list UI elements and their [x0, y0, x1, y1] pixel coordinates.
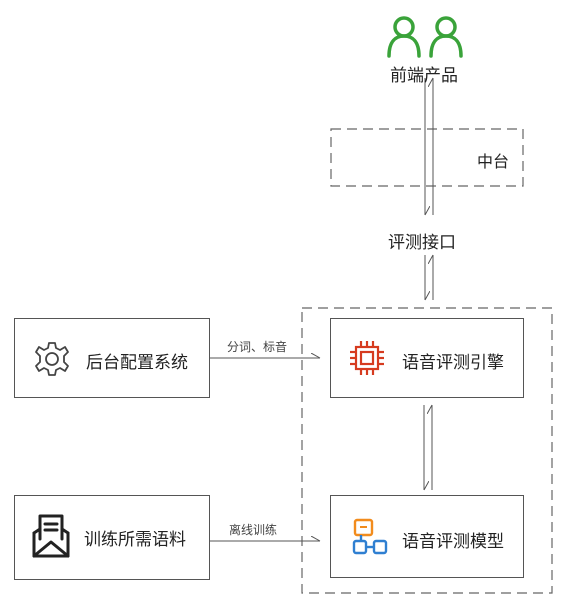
api-label: 评测接口: [388, 233, 456, 253]
engine-box: [330, 318, 524, 398]
engine-group-box: [301, 307, 553, 594]
edge-label-segmentation: 分词、标音: [227, 340, 288, 354]
frontend-api-arrows: [424, 78, 434, 215]
corpus-label: 训练所需语料: [84, 530, 186, 550]
backend-config-label: 后台配置系统: [86, 353, 188, 373]
envelope-icon: [32, 514, 70, 558]
edge-label-offline-training: 离线训练: [229, 523, 278, 537]
users-icon: [387, 16, 463, 58]
frontend-product-label: 前端产品: [390, 66, 458, 86]
chip-icon: [350, 341, 384, 375]
middle-platform-box: [330, 128, 524, 187]
engine-model-arrows: [423, 405, 433, 490]
model-blocks-icon: [352, 518, 388, 555]
gear-icon: [35, 342, 69, 376]
corpus-box: [14, 495, 210, 580]
middle-platform-label: 中台: [477, 152, 510, 171]
model-box: [330, 495, 524, 578]
api-engine-arrows: [424, 255, 434, 300]
model-label: 语音评测模型: [402, 532, 504, 552]
engine-label: 语音评测引擎: [402, 353, 504, 373]
